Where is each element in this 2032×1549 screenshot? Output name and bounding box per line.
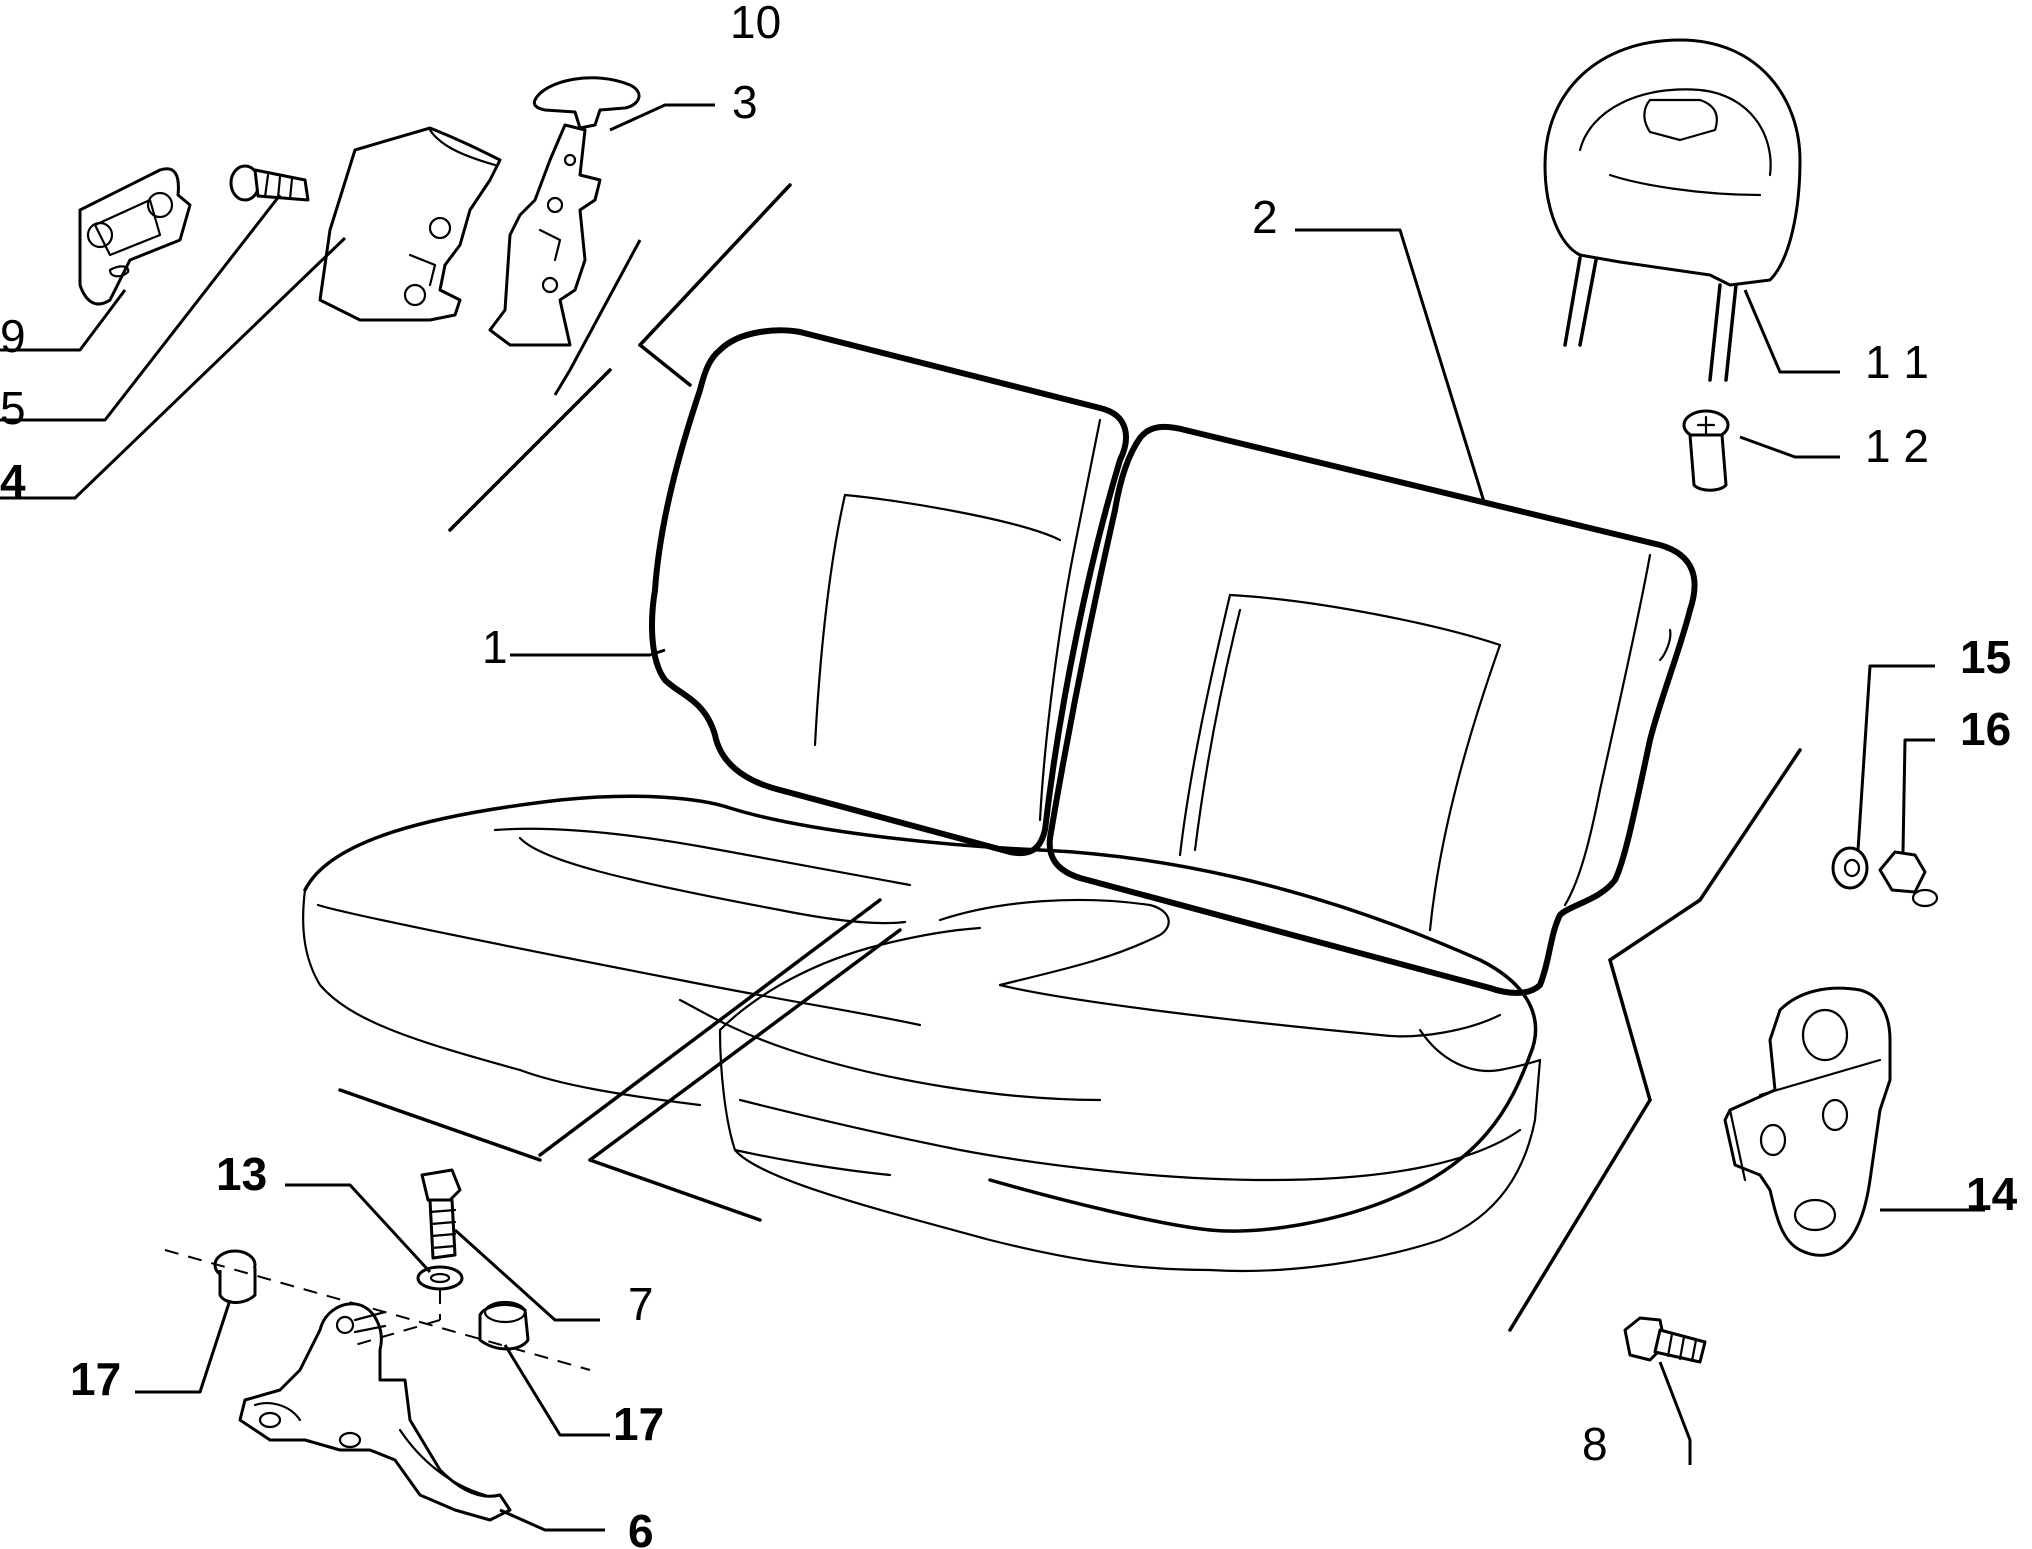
label-part-4: 4 — [0, 455, 26, 507]
label-part-16: 16 — [1960, 703, 2011, 755]
label-part-6: 6 — [628, 1505, 654, 1549]
label-part-15: 15 — [1960, 631, 2011, 683]
part-17-bushing-left — [213, 1249, 257, 1304]
assembly-centerlines — [164, 1249, 591, 1371]
label-part-13: 13 — [216, 1148, 267, 1200]
label-part-17-left: 17 — [70, 1353, 121, 1405]
label-part-3: 3 — [732, 76, 758, 128]
part-4-cover — [318, 126, 502, 322]
part-3-latch-plate — [488, 123, 602, 347]
part-16-nut — [1878, 850, 1939, 908]
backrest-split-lines — [338, 183, 1802, 1332]
label-part-9: 9 — [0, 310, 26, 362]
label-part-11: 1 1 — [1865, 336, 1929, 388]
part-5-bolt — [229, 164, 310, 202]
leader-lines — [0, 103, 1985, 1532]
label-part-17-right: 17 — [613, 1398, 664, 1450]
part-13-washer — [416, 1265, 464, 1291]
part-11-headrest — [1543, 38, 1802, 382]
label-part-7: 7 — [628, 1278, 654, 1330]
part-15-washer — [1831, 846, 1869, 890]
part-7-bolt — [420, 1168, 462, 1260]
label-part-8: 8 — [1582, 1418, 1608, 1470]
label-part-10: 10 — [730, 0, 781, 48]
part-12-guide-bushing — [1682, 409, 1730, 492]
label-part-5: 5 — [0, 382, 26, 434]
label-part-14: 14 — [1966, 1168, 2018, 1220]
part-14-hinge-bracket — [1723, 986, 1892, 1257]
part-9-bracket — [78, 167, 192, 306]
label-part-12: 1 2 — [1865, 420, 1929, 472]
seat-cushion — [302, 794, 1542, 1273]
part-8-bolt — [1623, 1316, 1707, 1364]
backrest-left — [649, 327, 1129, 857]
label-part-1: 1 — [482, 621, 508, 673]
part-10-knob — [532, 76, 641, 130]
label-part-2: 2 — [1252, 191, 1278, 243]
backrest-right — [1046, 423, 1698, 996]
part-17-bushing-right — [478, 1300, 530, 1351]
